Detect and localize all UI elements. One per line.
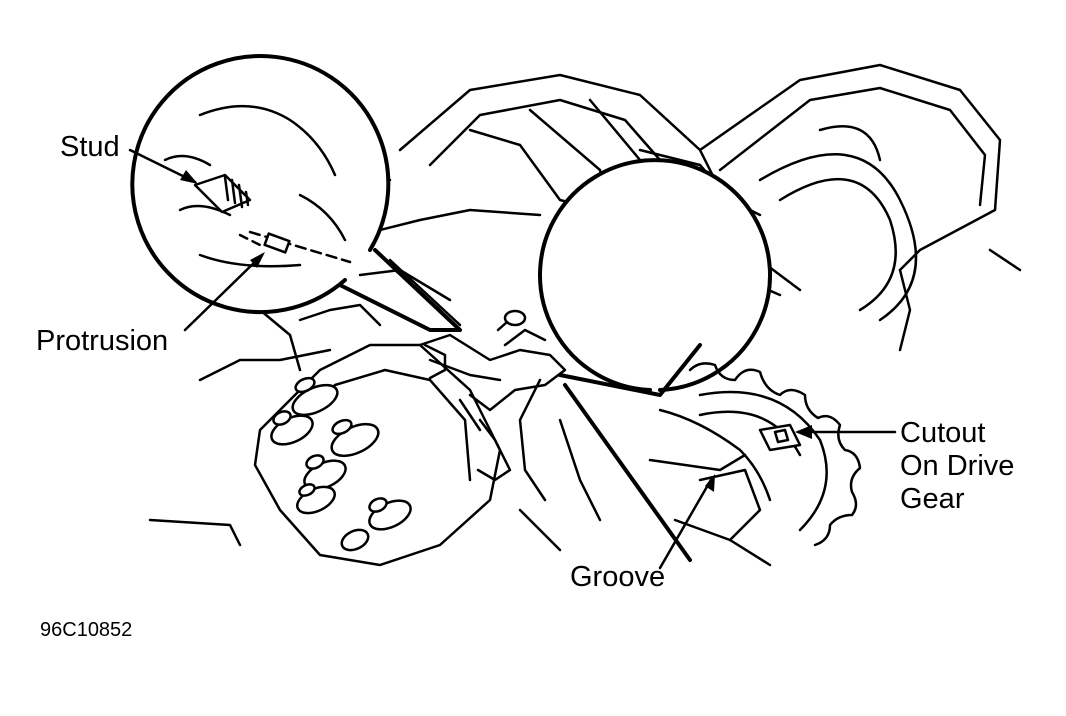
groove-label: Groove xyxy=(570,561,666,593)
cap-terminal-towers xyxy=(270,376,412,552)
distributor-shaft xyxy=(418,309,567,482)
groove-leader xyxy=(658,476,714,570)
cutout-on-drive-gear-label: Cutout On Drive Gear xyxy=(900,417,1014,516)
protrusion-label: Protrusion xyxy=(36,325,169,357)
protrusion-leader xyxy=(183,253,264,332)
distributor-cap xyxy=(253,343,502,567)
stud-detail-magnifier xyxy=(130,54,462,332)
drive-gear-magnifier xyxy=(538,158,862,567)
cutout-label-line-3: Gear xyxy=(900,483,965,515)
figure-id: 96C10852 xyxy=(40,619,133,641)
stud-label: Stud xyxy=(60,131,120,163)
cutout-label-line-1: Cutout xyxy=(900,417,986,449)
arrow-heads xyxy=(180,170,812,492)
cutout-label-line-2: On Drive xyxy=(900,450,1015,482)
timing-belt-cover xyxy=(678,63,1022,362)
